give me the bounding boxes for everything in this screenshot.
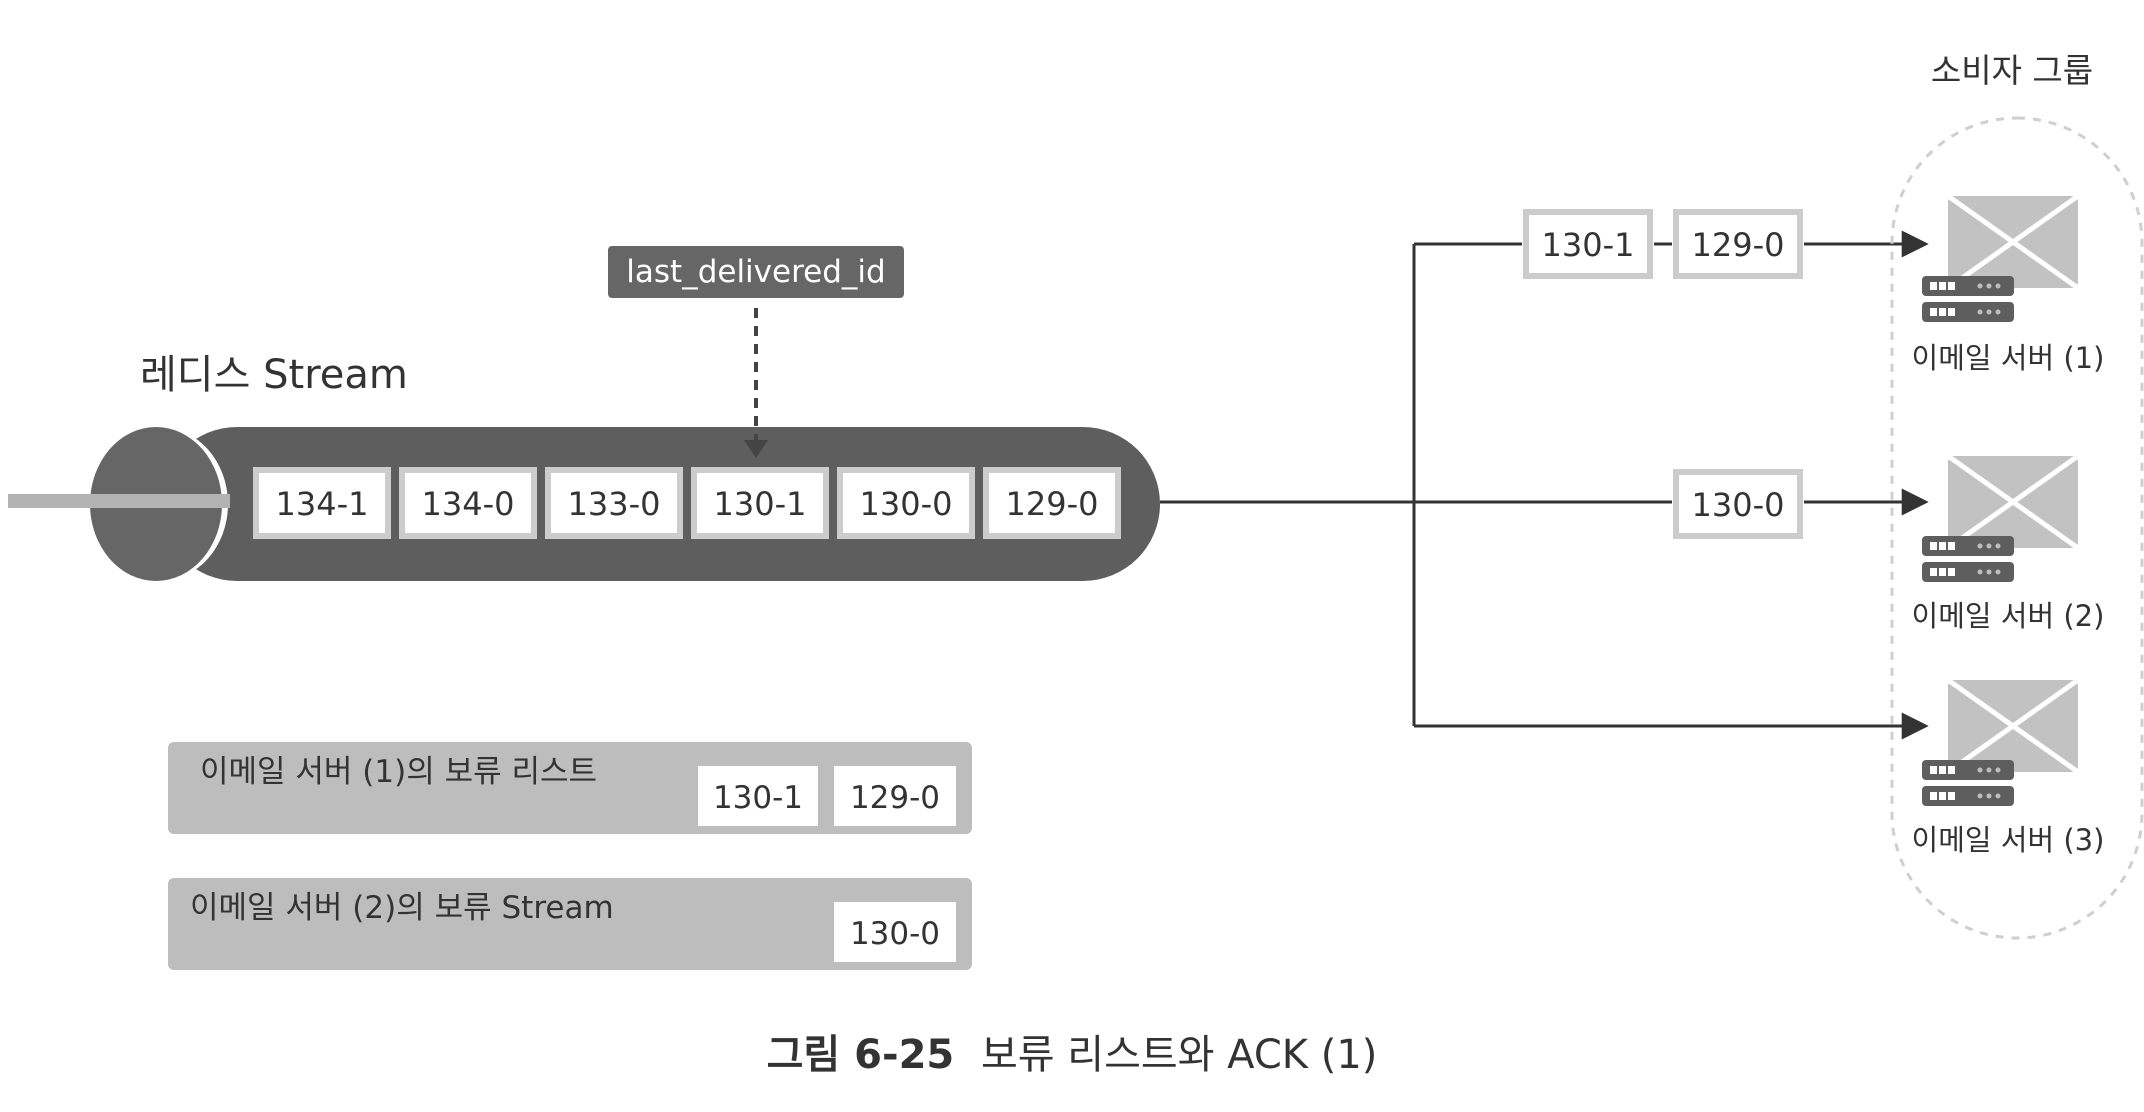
- server-dot-icon: [1986, 309, 1992, 315]
- envelope-cross-icon: [1946, 453, 2080, 551]
- email-server-2: 이메일 서버 (2): [1912, 453, 2105, 633]
- email-server-3: 이메일 서버 (3): [1912, 677, 2105, 857]
- server-dot-icon: [1995, 309, 2001, 315]
- stream-entry-box: [691, 467, 829, 539]
- server-dot-icon: [1986, 767, 1992, 773]
- email-server-label: 이메일 서버 (3): [1912, 823, 2105, 857]
- server-led-icon: [1948, 542, 1955, 550]
- server-led-icon: [1930, 282, 1937, 290]
- last-delivered-id-text: last_delivered_id: [626, 254, 885, 290]
- server-dot-icon: [1977, 543, 1983, 549]
- delivery-box-server1-id: 129-0: [1692, 226, 1785, 264]
- consumer-group-boundary: [1890, 116, 2144, 940]
- server-led-icon: [1939, 792, 1946, 800]
- stream-entry-id: 130-1: [714, 485, 807, 523]
- pending-list-title: 이메일 서버 (2)의 보류 Stream: [190, 890, 614, 926]
- routing-lines: [1160, 230, 1929, 740]
- server-led-icon: [1930, 568, 1937, 576]
- stream-entry-box: [399, 467, 537, 539]
- server-dot-icon: [1977, 309, 1983, 315]
- delivery-box-server1: [1673, 209, 1803, 279]
- pending-item-id: 130-1: [713, 780, 803, 816]
- server-dot-icon: [1995, 283, 2001, 289]
- email-server-1: 이메일 서버 (1): [1912, 193, 2105, 375]
- server-dot-icon: [1986, 283, 1992, 289]
- server-icon: [1922, 276, 2014, 296]
- server-led-icon: [1930, 308, 1937, 316]
- server-dot-icon: [1977, 767, 1983, 773]
- server-dot-icon: [1995, 543, 2001, 549]
- server-dot-icon: [1986, 569, 1992, 575]
- pending-lists: 이메일 서버 (1)의 보류 리스트 130-1 129-0 이메일 서버 (2)의 …: [168, 742, 972, 970]
- server-led-icon: [1939, 282, 1946, 290]
- server-dot-icon: [1995, 767, 2001, 773]
- server-led-icon: [1948, 792, 1955, 800]
- email-server-label: 이메일 서버 (2): [1912, 599, 2105, 633]
- server-dot-icon: [1995, 793, 2001, 799]
- delivery-box-server1-id: 130-1: [1542, 226, 1635, 264]
- pending-item-box: [834, 902, 956, 962]
- stream-entry-box: [253, 467, 391, 539]
- server-led-icon: [1939, 542, 1946, 550]
- server-icon: [1922, 536, 2014, 556]
- server-dot-icon: [1977, 793, 1983, 799]
- envelope-cross-icon: [1946, 677, 2080, 775]
- pending-item-id: 129-0: [850, 780, 940, 816]
- consumer-group-title: 소비자 그룹: [1931, 51, 2093, 90]
- stream-entry-id: 134-0: [422, 485, 515, 523]
- pending-item-id: 130-0: [850, 916, 940, 952]
- server-icon: [1922, 786, 2014, 806]
- server-led-icon: [1948, 308, 1955, 316]
- server-dot-icon: [1986, 793, 1992, 799]
- pending-list-panel: 이메일 서버 (2)의 보류 Stream 130-0: [168, 878, 972, 970]
- last-delivered-id-arrowhead: [744, 440, 768, 458]
- last-delivered-id-label: last_delivered_id: [608, 246, 904, 298]
- server-led-icon: [1948, 282, 1955, 290]
- delivery-box-server2-id: 130-0: [1692, 486, 1785, 524]
- stream-title: 레디스 Stream: [140, 352, 408, 398]
- server-dot-icon: [1977, 569, 1983, 575]
- figure-number: 그림 6-25: [767, 1032, 955, 1078]
- stream-entry-box: [837, 467, 975, 539]
- stream-entries: 134-1 134-0 133-0 130-1 130-0 129-0: [253, 467, 1121, 539]
- stream-entry-box: [545, 467, 683, 539]
- delivery-box-server2: [1673, 469, 1803, 539]
- server-icon: [1922, 302, 2014, 322]
- stream-entry-id: 134-1: [276, 485, 369, 523]
- pending-list-panel: 이메일 서버 (1)의 보류 리스트 130-1 129-0: [168, 742, 972, 834]
- server-led-icon: [1948, 766, 1955, 774]
- server-led-icon: [1939, 568, 1946, 576]
- server-icon: [1922, 760, 2014, 780]
- pending-list-title: 이메일 서버 (1)의 보류 리스트: [200, 754, 597, 790]
- server-dot-icon: [1986, 543, 1992, 549]
- stream-entry-box: [983, 467, 1121, 539]
- figure-caption: 그림 6-25 보류 리스트와 ACK (1): [767, 1032, 1378, 1078]
- last-delivered-id-badge: [608, 246, 904, 298]
- figure-caption-text: 보류 리스트와 ACK (1): [981, 1032, 1377, 1078]
- stream-entry-id: 129-0: [1006, 485, 1099, 523]
- delivery-boxes: 130-1 129-0 130-0: [1522, 208, 1804, 540]
- server-led-icon: [1930, 792, 1937, 800]
- envelope-cross-icon: [1946, 193, 2080, 291]
- stream-entry-id: 133-0: [568, 485, 661, 523]
- delivery-box-server1: [1523, 209, 1653, 279]
- pending-list-background: [168, 878, 972, 970]
- server-led-icon: [1948, 568, 1955, 576]
- server-led-icon: [1930, 766, 1937, 774]
- pending-item-box: [834, 766, 956, 826]
- email-server-label: 이메일 서버 (1): [1912, 341, 2105, 375]
- server-icon: [1922, 562, 2014, 582]
- server-led-icon: [1939, 308, 1946, 316]
- pending-item-box: [698, 766, 818, 826]
- server-dot-icon: [1995, 569, 2001, 575]
- server-dot-icon: [1977, 283, 1983, 289]
- stream-input-line-inner: [90, 494, 230, 508]
- server-led-icon: [1930, 542, 1937, 550]
- stream-entry-id: 130-0: [860, 485, 953, 523]
- server-led-icon: [1939, 766, 1946, 774]
- servers: 이메일 서버 (1) 이메일 서버 (2) 이메일 서버 (3): [1912, 193, 2105, 857]
